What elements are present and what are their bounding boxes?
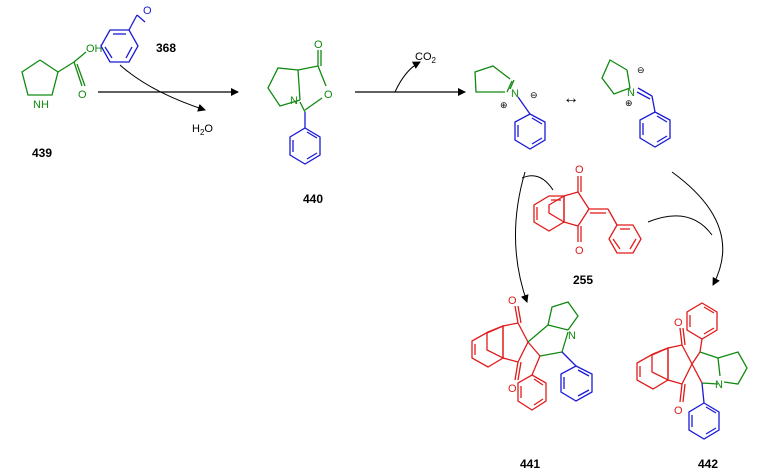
label-442: 442 xyxy=(698,457,718,471)
ylide-form-1-ring xyxy=(474,65,515,93)
proline-oh-atom: OH xyxy=(86,43,103,55)
product-441-pyrrolizidine xyxy=(527,301,579,357)
label-440: 440 xyxy=(303,192,323,206)
label-255: 255 xyxy=(573,273,593,287)
product-442-phenyl-top xyxy=(686,302,718,353)
benzaldehyde-structure xyxy=(100,14,146,63)
curved-arrow-left-down xyxy=(515,171,529,303)
label-368: 368 xyxy=(156,41,176,55)
oxazolidinone-ring xyxy=(297,50,327,111)
ylide-form-2-ring xyxy=(601,59,631,95)
water-byproduct: H2O xyxy=(192,123,213,137)
oxazolidinone-phenyl xyxy=(289,112,321,165)
product-442-pyrrolizidine xyxy=(699,351,748,385)
indanedione-o-bottom: O xyxy=(575,245,584,257)
oxazolidinone-o-ring: O xyxy=(324,89,333,101)
product-441-o-bottom: O xyxy=(508,383,517,395)
indanedione-structure xyxy=(533,176,642,254)
product-441-o-top: O xyxy=(508,295,517,307)
product-441-n-atom: N xyxy=(568,330,576,342)
product-441-indanedione xyxy=(471,305,547,411)
ylide-form-2-minus: ⊖ xyxy=(637,65,645,75)
oxazolidinone-o-carbonyl: O xyxy=(314,39,323,51)
curved-arrow-water xyxy=(119,64,206,112)
ylide-form-1-plus: ⊕ xyxy=(500,100,508,110)
indanedione-o-top: O xyxy=(575,164,584,176)
ylide-form-1-phenyl xyxy=(514,96,546,150)
proline-structure xyxy=(21,51,87,96)
benzaldehyde-o-atom: O xyxy=(143,5,152,17)
resonance-arrow: ↔ xyxy=(563,90,579,107)
ylide-form-1-n-atom: N xyxy=(511,88,519,100)
product-441-phenyl-blue xyxy=(560,351,593,402)
oxazolidinone-nc-bond xyxy=(299,101,306,113)
product-442-o-bottom: O xyxy=(674,405,683,417)
curved-arrow-co2 xyxy=(394,61,421,93)
oxazolidinone-pyrrolidine xyxy=(267,67,301,107)
curved-arrow-right-indane xyxy=(647,215,713,236)
curved-arrow-left-indane xyxy=(521,175,554,191)
curved-arrow-right-down xyxy=(671,171,724,286)
oxazolidinone-n-atom: N xyxy=(290,95,298,107)
product-442-o-top: O xyxy=(674,317,683,329)
ylide-form-2-phenyl xyxy=(639,111,671,148)
product-442-indanedione xyxy=(636,327,703,403)
proline-nh-atom: NH xyxy=(33,99,49,111)
ylide-form-2-plus: ⊕ xyxy=(625,98,633,108)
label-439: 439 xyxy=(32,146,52,160)
label-441: 441 xyxy=(520,457,540,471)
ylide-form-1-minus: ⊖ xyxy=(530,90,538,100)
ylide-form-2-exo-bond xyxy=(636,87,656,113)
co2-byproduct: CO2 xyxy=(415,51,437,65)
product-442-phenyl-blue xyxy=(688,382,720,440)
ylide-form-2-n-atom: N xyxy=(627,87,635,99)
product-442-n-atom: N xyxy=(715,379,723,391)
proline-o-atom: O xyxy=(78,89,87,101)
